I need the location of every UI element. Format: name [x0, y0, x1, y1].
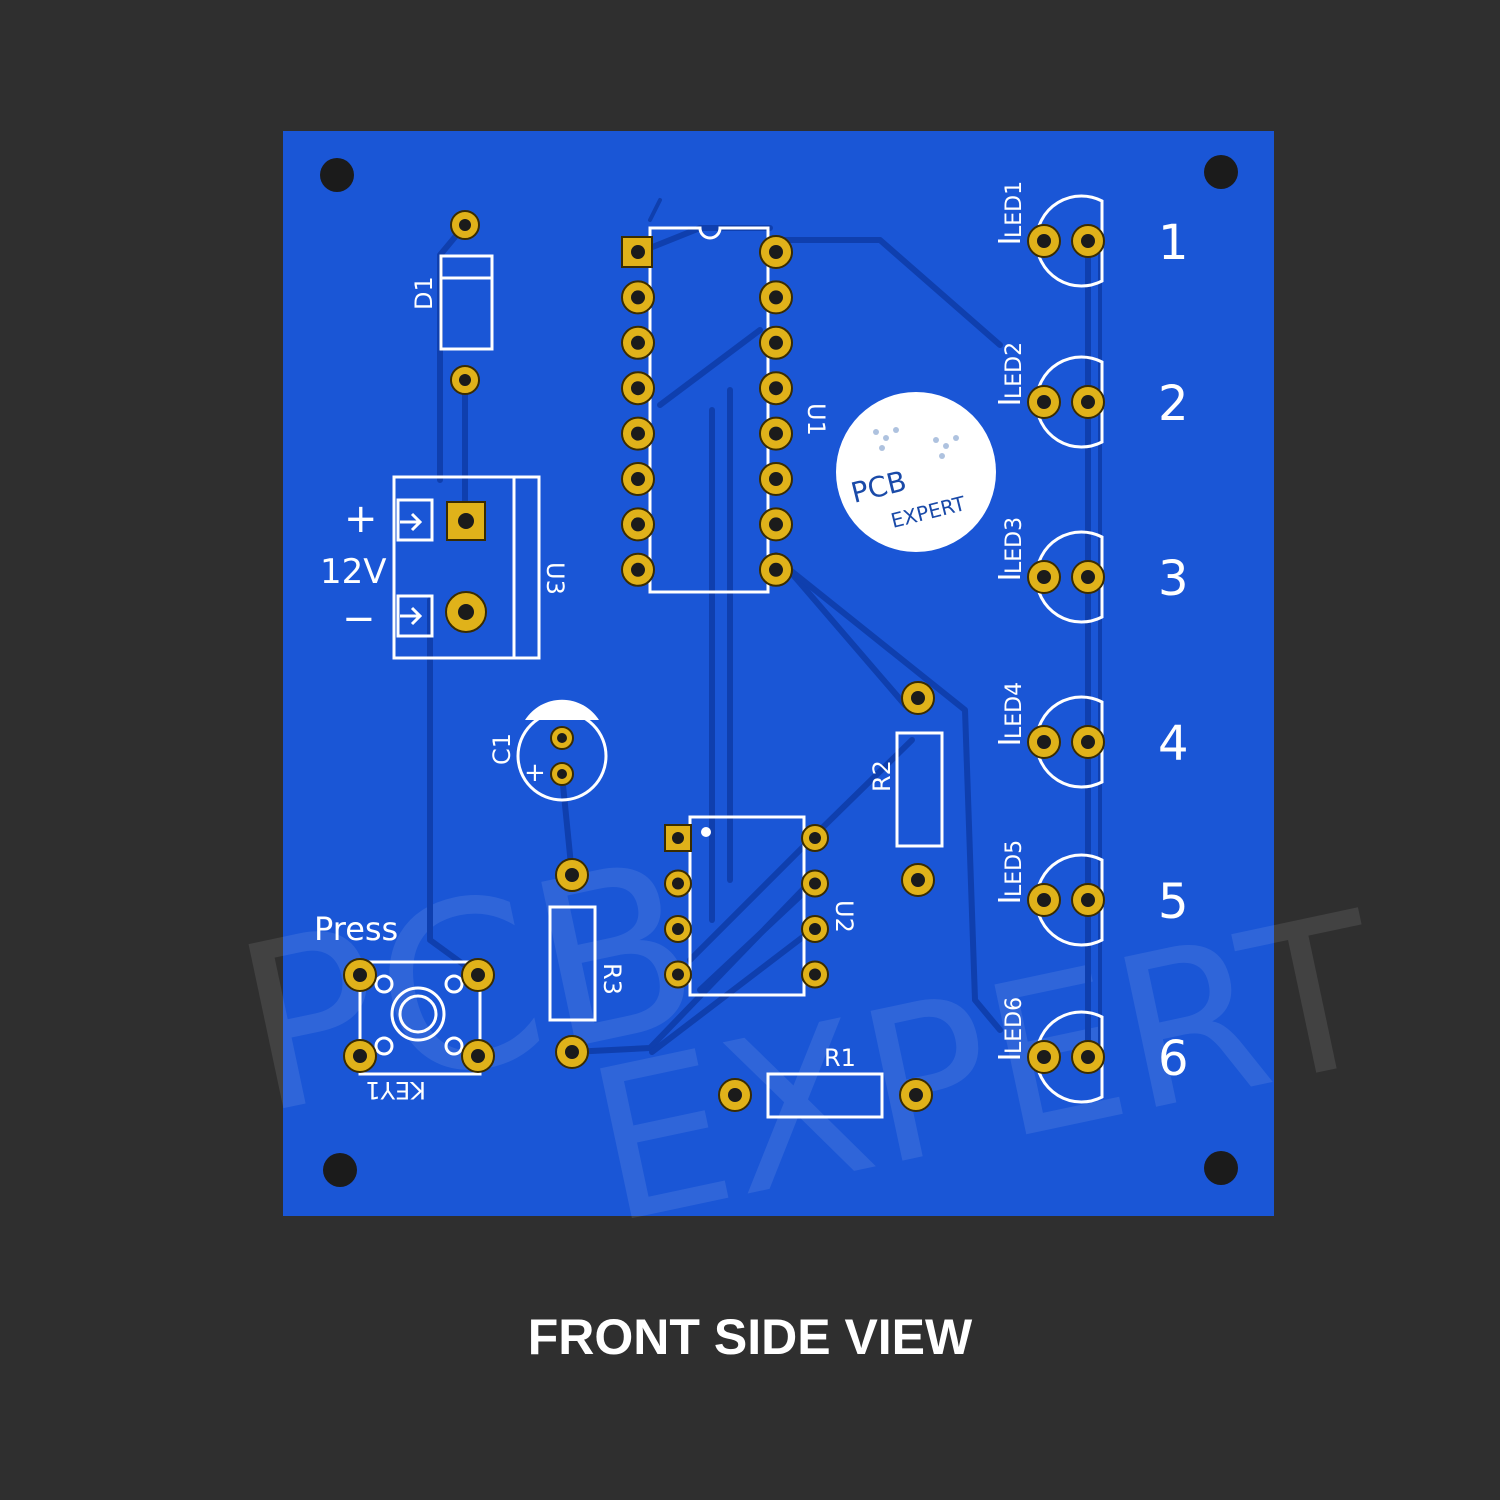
led-4: LED4 4 [998, 682, 1189, 789]
key1-label: KEY1 [365, 1076, 426, 1104]
cap-plus-label: + [524, 758, 546, 788]
u1-pin-hole [769, 562, 783, 577]
u1-label: U1 [802, 403, 830, 436]
ic-u1: U1 [621, 226, 830, 594]
led-number-label: 6 [1158, 1031, 1189, 1087]
r2-label: R2 [868, 760, 896, 792]
caption-front-side-view: FRONT SIDE VIEW [527, 1309, 973, 1365]
u1-pin-hole [769, 472, 783, 486]
led-pad-hole [1081, 1050, 1095, 1064]
terminal-block-u3: U3 + 12V − [320, 475, 569, 660]
copper-traces [427, 198, 1102, 1063]
led-6: LED6 6 [998, 997, 1189, 1104]
resistor-r1: R1 [718, 1044, 933, 1119]
u1-pin-hole [631, 335, 645, 350]
ic-u2: U2 [664, 815, 858, 997]
u2-label: U2 [830, 900, 858, 933]
led-number-label: 1 [1158, 215, 1189, 271]
mounting-hole-top-right [1204, 155, 1238, 189]
u1-pin-hole [769, 245, 783, 259]
capacitor-c1: C1 + [488, 699, 608, 802]
led-2: LED2 2 [998, 342, 1189, 449]
plus-label: + [344, 496, 378, 542]
resistor-r2: R2 [868, 681, 944, 897]
led-pad-hole [1081, 234, 1095, 248]
led-pad-hole [1081, 893, 1095, 907]
r3-label: R3 [598, 963, 626, 995]
push-button-key1: Press KEY1 [314, 910, 495, 1104]
u1-pin-hole [631, 472, 645, 486]
u1-pin-hole [769, 517, 783, 532]
u2-pin-hole [672, 923, 684, 935]
led-ref-label: LED4 [1002, 682, 1027, 739]
led-pad-hole [1081, 395, 1095, 409]
u1-pin-hole [631, 381, 645, 396]
u2-pin-hole [672, 832, 684, 844]
led-ref-label: LED1 [1002, 181, 1027, 238]
u1-pin-hole [631, 245, 645, 259]
mounting-hole-bottom-right [1204, 1151, 1238, 1185]
mounting-hole-bottom-left [323, 1153, 357, 1187]
led-pad-hole [1037, 395, 1051, 409]
u2-pin-hole [672, 877, 684, 890]
led-pad-hole [1037, 1050, 1051, 1064]
u2-pin-hole [809, 968, 821, 981]
c1-label: C1 [488, 733, 516, 765]
voltage-label: 12V [320, 552, 387, 592]
led-pad-hole [1037, 893, 1051, 907]
u2-pin-hole [809, 877, 821, 890]
u1-pin-hole [769, 381, 783, 396]
led-ref-label: LED6 [1002, 997, 1027, 1054]
led-3: LED3 3 [998, 517, 1189, 624]
led-ref-label: LED3 [1002, 517, 1027, 574]
led-number-label: 4 [1158, 716, 1189, 772]
u2-pin-hole [809, 923, 821, 935]
press-label: Press [314, 910, 398, 948]
led-number-label: 5 [1158, 874, 1189, 930]
d1-label: D1 [410, 276, 438, 310]
led-ref-label: LED2 [1002, 342, 1027, 399]
u1-pin-hole [769, 290, 783, 305]
led-number-label: 2 [1158, 376, 1189, 432]
u2-pin-hole [809, 832, 821, 844]
r1-label: R1 [824, 1044, 856, 1072]
u1-pin-hole [631, 290, 645, 305]
led-pad-hole [1037, 570, 1051, 584]
pcb-expert-logo: PCB EXPERT [836, 392, 996, 552]
u1-pin-hole [631, 426, 645, 441]
led-pad-hole [1037, 234, 1051, 248]
u1-pin-hole [631, 562, 645, 577]
led-ref-label: LED5 [1002, 840, 1027, 897]
mounting-hole-top-left [320, 158, 354, 192]
u2-pin-hole [672, 968, 684, 981]
diode-d1: D1 [410, 210, 494, 395]
minus-label: − [342, 596, 376, 642]
led-number-label: 3 [1158, 551, 1189, 607]
led-pad-hole [1037, 735, 1051, 749]
led-pad-hole [1081, 570, 1095, 584]
led-5: LED5 5 [998, 840, 1189, 947]
led-1: LED1 1 [998, 181, 1189, 288]
u1-pin-hole [769, 426, 783, 441]
resistor-r3: R3 [548, 858, 626, 1069]
u1-pin-hole [631, 517, 645, 532]
led-pad-hole [1081, 735, 1095, 749]
u1-pin-hole [769, 335, 783, 350]
u3-label: U3 [541, 562, 569, 595]
